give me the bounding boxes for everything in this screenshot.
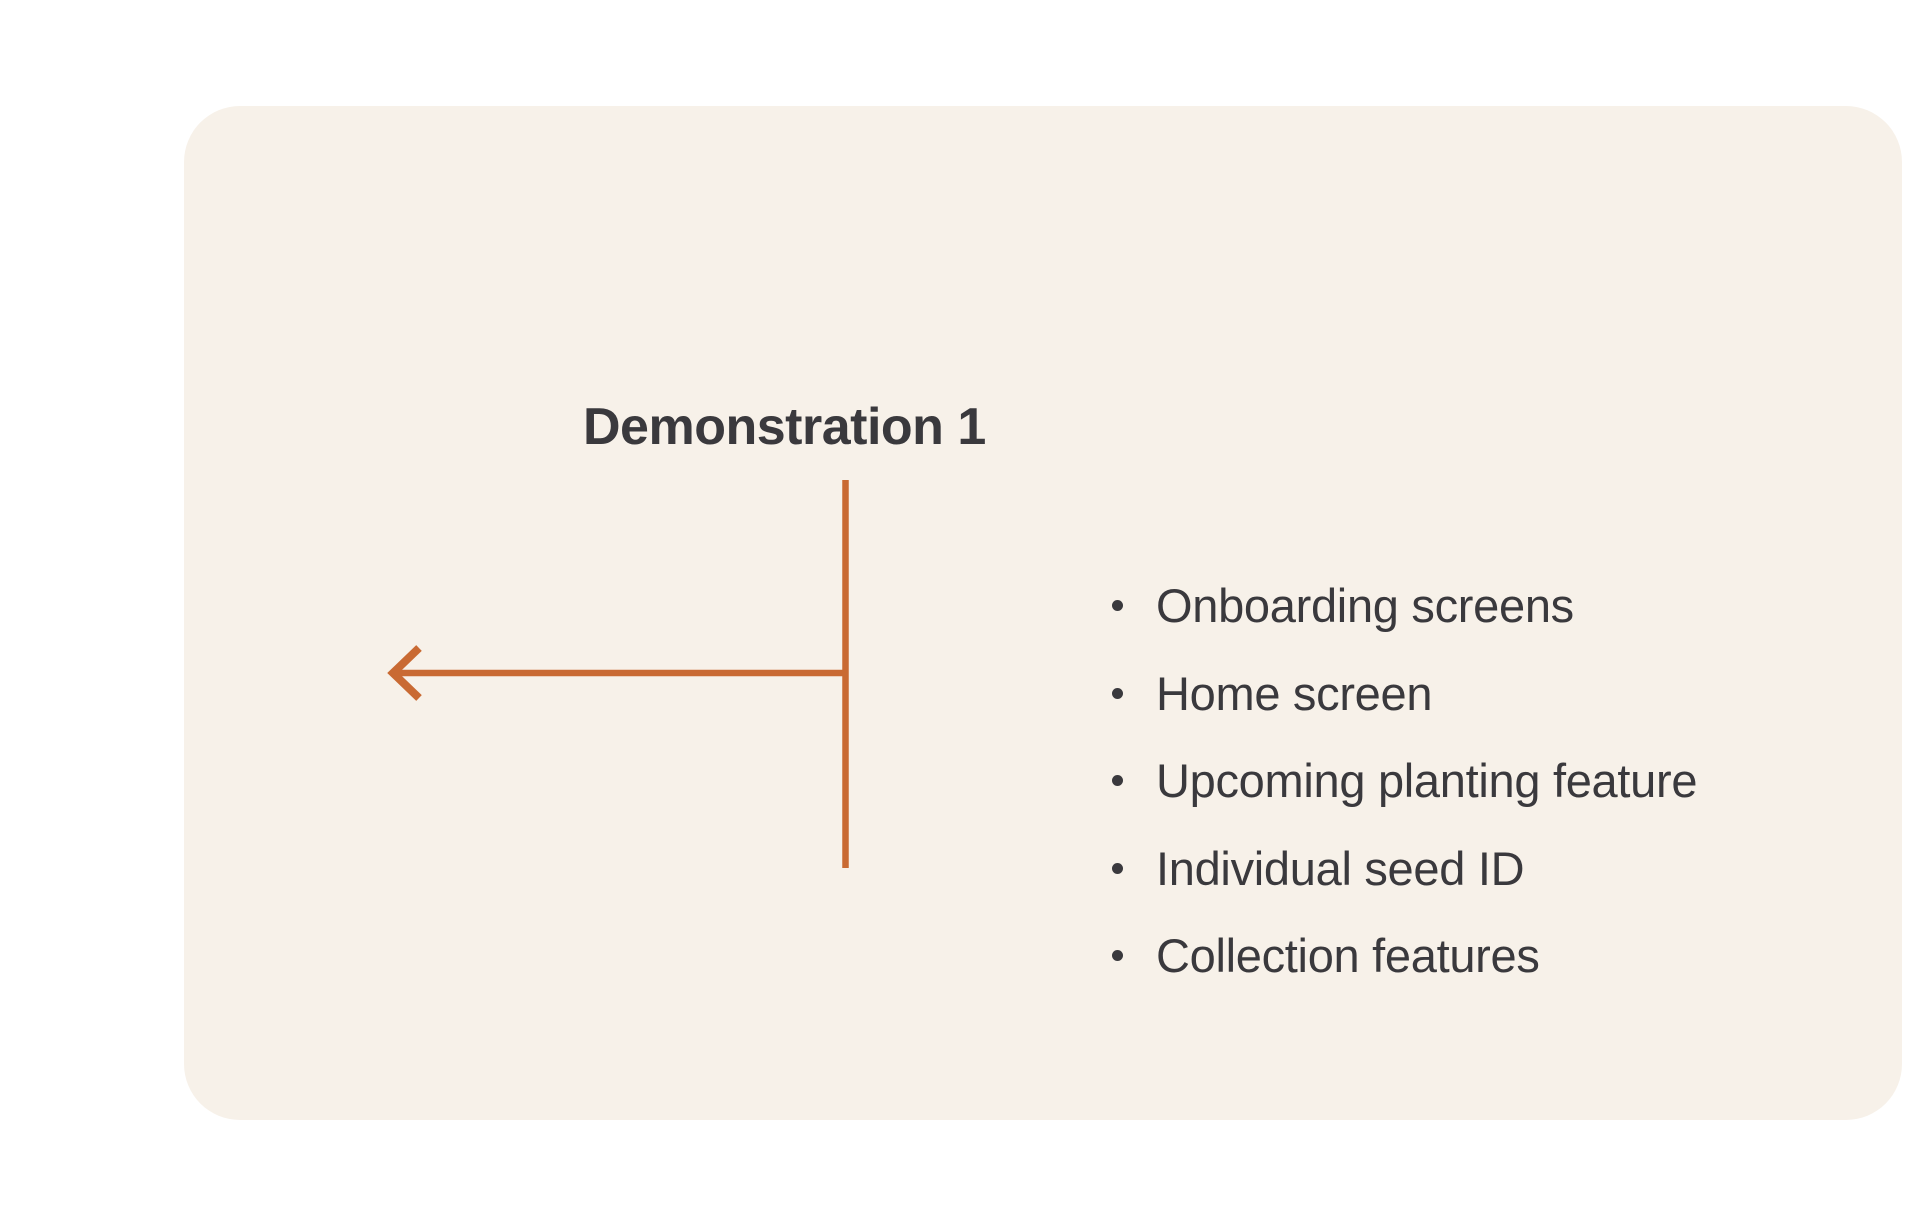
list-item: Collection features — [1112, 912, 1697, 1000]
slide-title: Demonstration 1 — [583, 398, 986, 456]
list-item: Individual seed ID — [1112, 825, 1697, 913]
bullet-dot-icon — [1112, 775, 1123, 787]
list-item-label: Home screen — [1156, 666, 1433, 720]
feature-list: Onboarding screens Home screen Upcoming … — [1112, 562, 1697, 1000]
list-item-label: Onboarding screens — [1156, 579, 1574, 633]
bullet-dot-icon — [1112, 687, 1123, 699]
bullet-dot-icon — [1112, 862, 1123, 874]
bullet-dot-icon — [1112, 950, 1123, 962]
slide-card: Demonstration 1 Onboarding screens Home … — [184, 106, 1902, 1120]
list-item: Onboarding screens — [1112, 562, 1697, 650]
bullet-dot-icon — [1112, 600, 1123, 612]
list-item-label: Upcoming planting feature — [1156, 754, 1698, 808]
list-item: Home screen — [1112, 650, 1697, 738]
list-item: Upcoming planting feature — [1112, 737, 1697, 825]
list-item-label: Collection features — [1156, 929, 1540, 983]
list-item-label: Individual seed ID — [1156, 841, 1525, 895]
